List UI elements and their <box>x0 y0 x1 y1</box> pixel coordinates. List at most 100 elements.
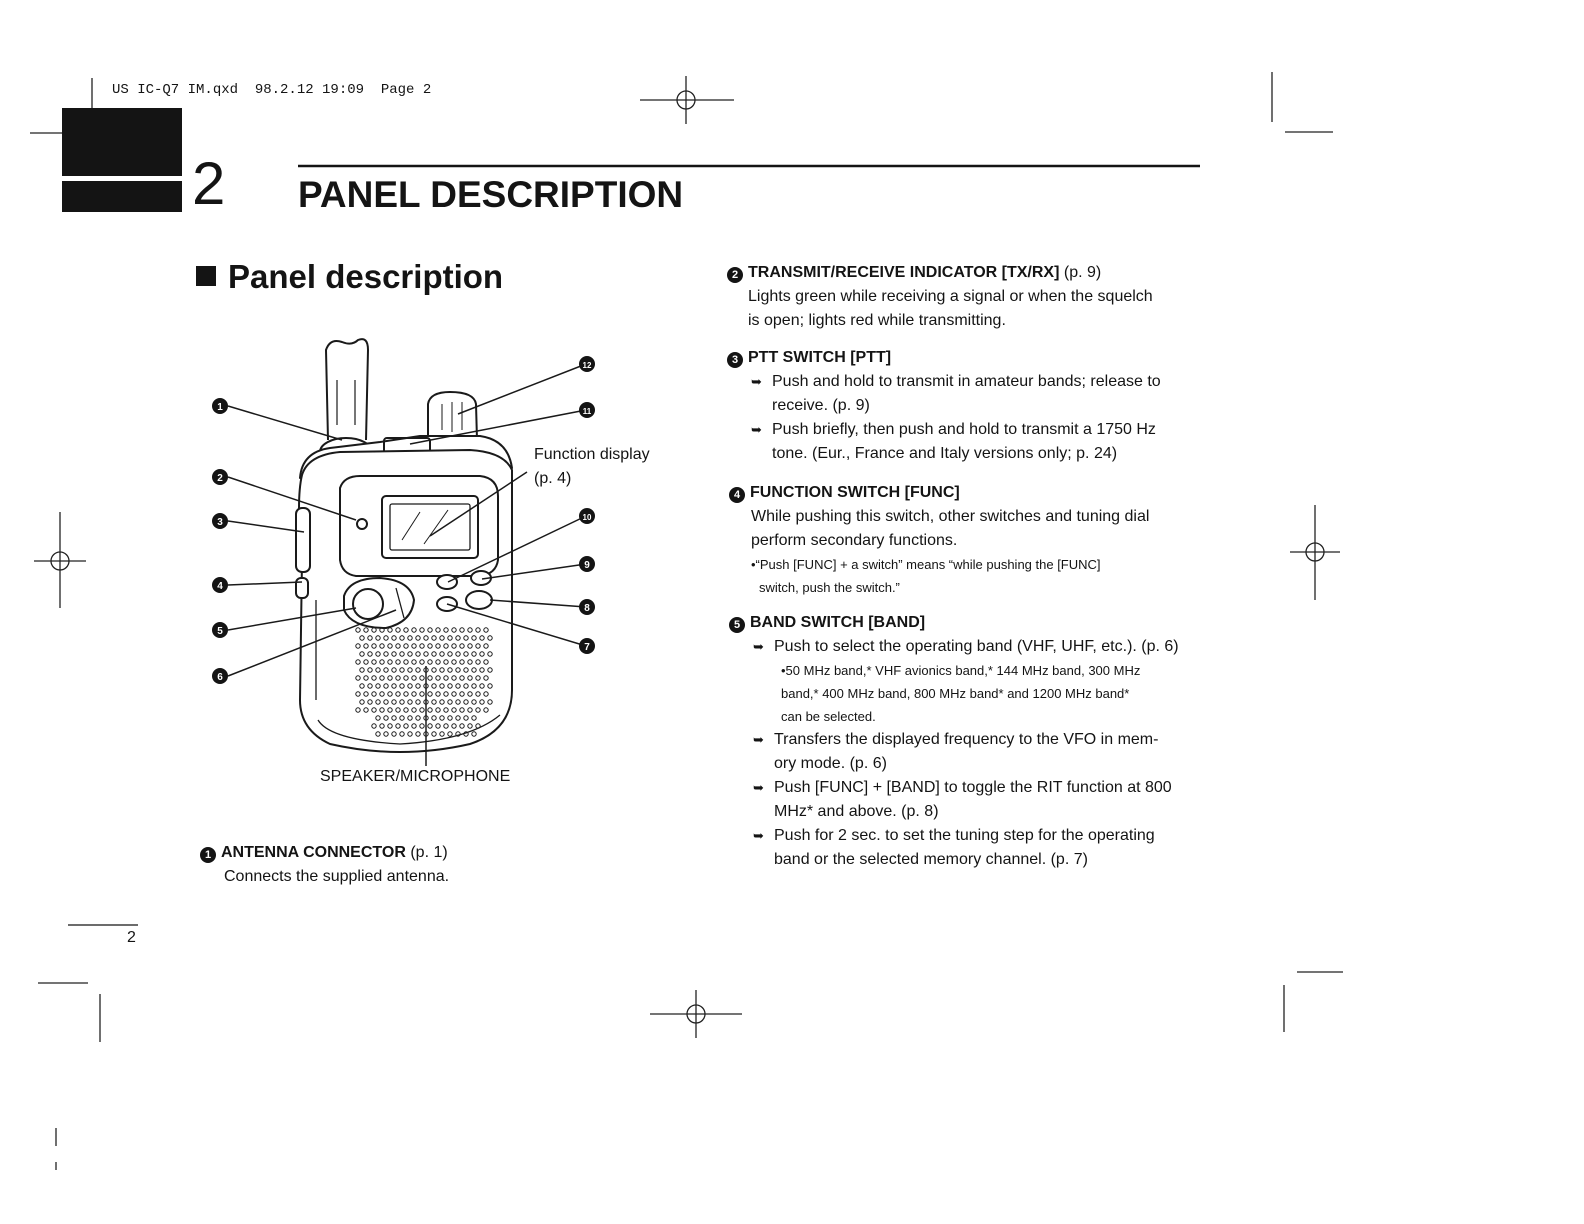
grille-hole <box>463 715 469 721</box>
grille-hole <box>443 707 449 713</box>
grille-hole <box>463 635 469 641</box>
arrow-bullet-icon: ➥ <box>751 422 762 437</box>
callout-leaders <box>227 363 587 766</box>
grille-hole <box>379 627 385 633</box>
grille-hole <box>431 667 437 673</box>
grille-hole <box>439 715 445 721</box>
grille-hole <box>383 683 389 689</box>
arrow-bullet-icon: ➥ <box>751 374 762 389</box>
radio-illustration <box>295 338 513 753</box>
text-line: perform secondary functions. <box>751 532 958 549</box>
grille-hole <box>475 675 481 681</box>
grille-hole <box>439 635 445 641</box>
grille-hole <box>463 699 469 705</box>
bullet-item: ➥Push [FUNC] + [BAND] to toggle the RIT … <box>753 776 1239 824</box>
grille-hole <box>419 675 425 681</box>
grille-hole <box>479 667 485 673</box>
item-note: •“Push [FUNC] + a switch” means “while p… <box>729 553 1229 599</box>
section-square-icon <box>196 266 216 286</box>
note-line: •50 MHz band,* VHF avionics band,* 144 M… <box>781 663 1141 678</box>
grille-hole <box>467 723 473 729</box>
grille-hole <box>363 675 369 681</box>
grille-hole <box>371 723 377 729</box>
grille-hole <box>363 691 369 697</box>
grille-hole <box>471 651 477 657</box>
grille-hole <box>403 627 409 633</box>
grille-hole <box>431 651 437 657</box>
grille-hole <box>471 715 477 721</box>
text-line: Lights green while receiving a signal or… <box>748 288 1153 305</box>
grille-hole <box>419 723 425 729</box>
grille-hole <box>475 723 481 729</box>
grille-hole <box>367 651 373 657</box>
grille-hole <box>467 675 473 681</box>
item-number-badge: 2 <box>727 267 743 283</box>
callout-number: 9 <box>584 560 590 571</box>
grille-hole <box>467 659 473 665</box>
item-description: While pushing this switch, other switche… <box>729 505 1229 553</box>
callout-number: 2 <box>217 473 223 484</box>
grille-hole <box>443 643 449 649</box>
grille-hole <box>447 667 453 673</box>
chapter-tab-bar <box>62 181 182 212</box>
grille-hole <box>395 691 401 697</box>
item-title: FUNCTION SWITCH [FUNC] <box>750 484 960 501</box>
grille-hole <box>443 659 449 665</box>
text-line: is open; lights red while transmitting. <box>748 312 1006 329</box>
item-function-switch: 4 FUNCTION SWITCH [FUNC] While pushing th… <box>729 481 1229 599</box>
grille-hole <box>431 699 437 705</box>
grille-hole <box>483 659 489 665</box>
grille-hole <box>471 731 477 737</box>
arrow-bullet-icon: ➥ <box>753 780 764 795</box>
grille-hole <box>363 659 369 665</box>
grille-hole <box>411 691 417 697</box>
grille-hole <box>439 667 445 673</box>
grille-hole <box>403 723 409 729</box>
grille-hole <box>379 643 385 649</box>
grille-hole <box>355 691 361 697</box>
grille-hole <box>399 651 405 657</box>
grille-hole <box>371 707 377 713</box>
grille-hole <box>379 707 385 713</box>
grille-hole <box>435 659 441 665</box>
grille-hole <box>447 699 453 705</box>
grille-hole <box>399 715 405 721</box>
grille-hole <box>455 731 461 737</box>
grille-hole <box>415 635 421 641</box>
section-title: Panel description <box>196 260 503 293</box>
chapter-title: PANEL DESCRIPTION <box>298 174 684 215</box>
callout-number: 3 <box>217 517 223 528</box>
grille-hole <box>475 707 481 713</box>
callout-circles <box>212 356 595 684</box>
grille-hole <box>411 627 417 633</box>
text-line: Transfers the displayed frequency to the… <box>774 731 1159 748</box>
grille-hole <box>395 723 401 729</box>
grille-hole <box>375 715 381 721</box>
grille-hole <box>427 675 433 681</box>
grille-hole <box>451 675 457 681</box>
grille-hole <box>455 667 461 673</box>
note-line: band,* 400 MHz band, 800 MHz band* and 1… <box>781 686 1130 701</box>
arrow-bullet-icon: ➥ <box>753 828 764 843</box>
grille-hole <box>383 699 389 705</box>
grille-hole <box>471 667 477 673</box>
grille-hole <box>483 675 489 681</box>
grille-hole <box>391 699 397 705</box>
callout-number: 8 <box>584 603 590 614</box>
bullet-item: ➥Push and hold to transmit in amateur ba… <box>751 370 1227 418</box>
grille-hole <box>387 643 393 649</box>
callout-number: 10 <box>583 513 592 522</box>
arrow-bullet-icon: ➥ <box>753 732 764 747</box>
item-number-badge: 4 <box>729 487 745 503</box>
grille-hole <box>435 723 441 729</box>
grille-hole <box>375 699 381 705</box>
grille-hole <box>415 683 421 689</box>
item-page-ref: (p. 9) <box>1063 264 1102 281</box>
grille-hole <box>471 699 477 705</box>
grille-hole <box>459 627 465 633</box>
speaker-label: SPEAKER/MICROPHONE <box>320 768 511 785</box>
